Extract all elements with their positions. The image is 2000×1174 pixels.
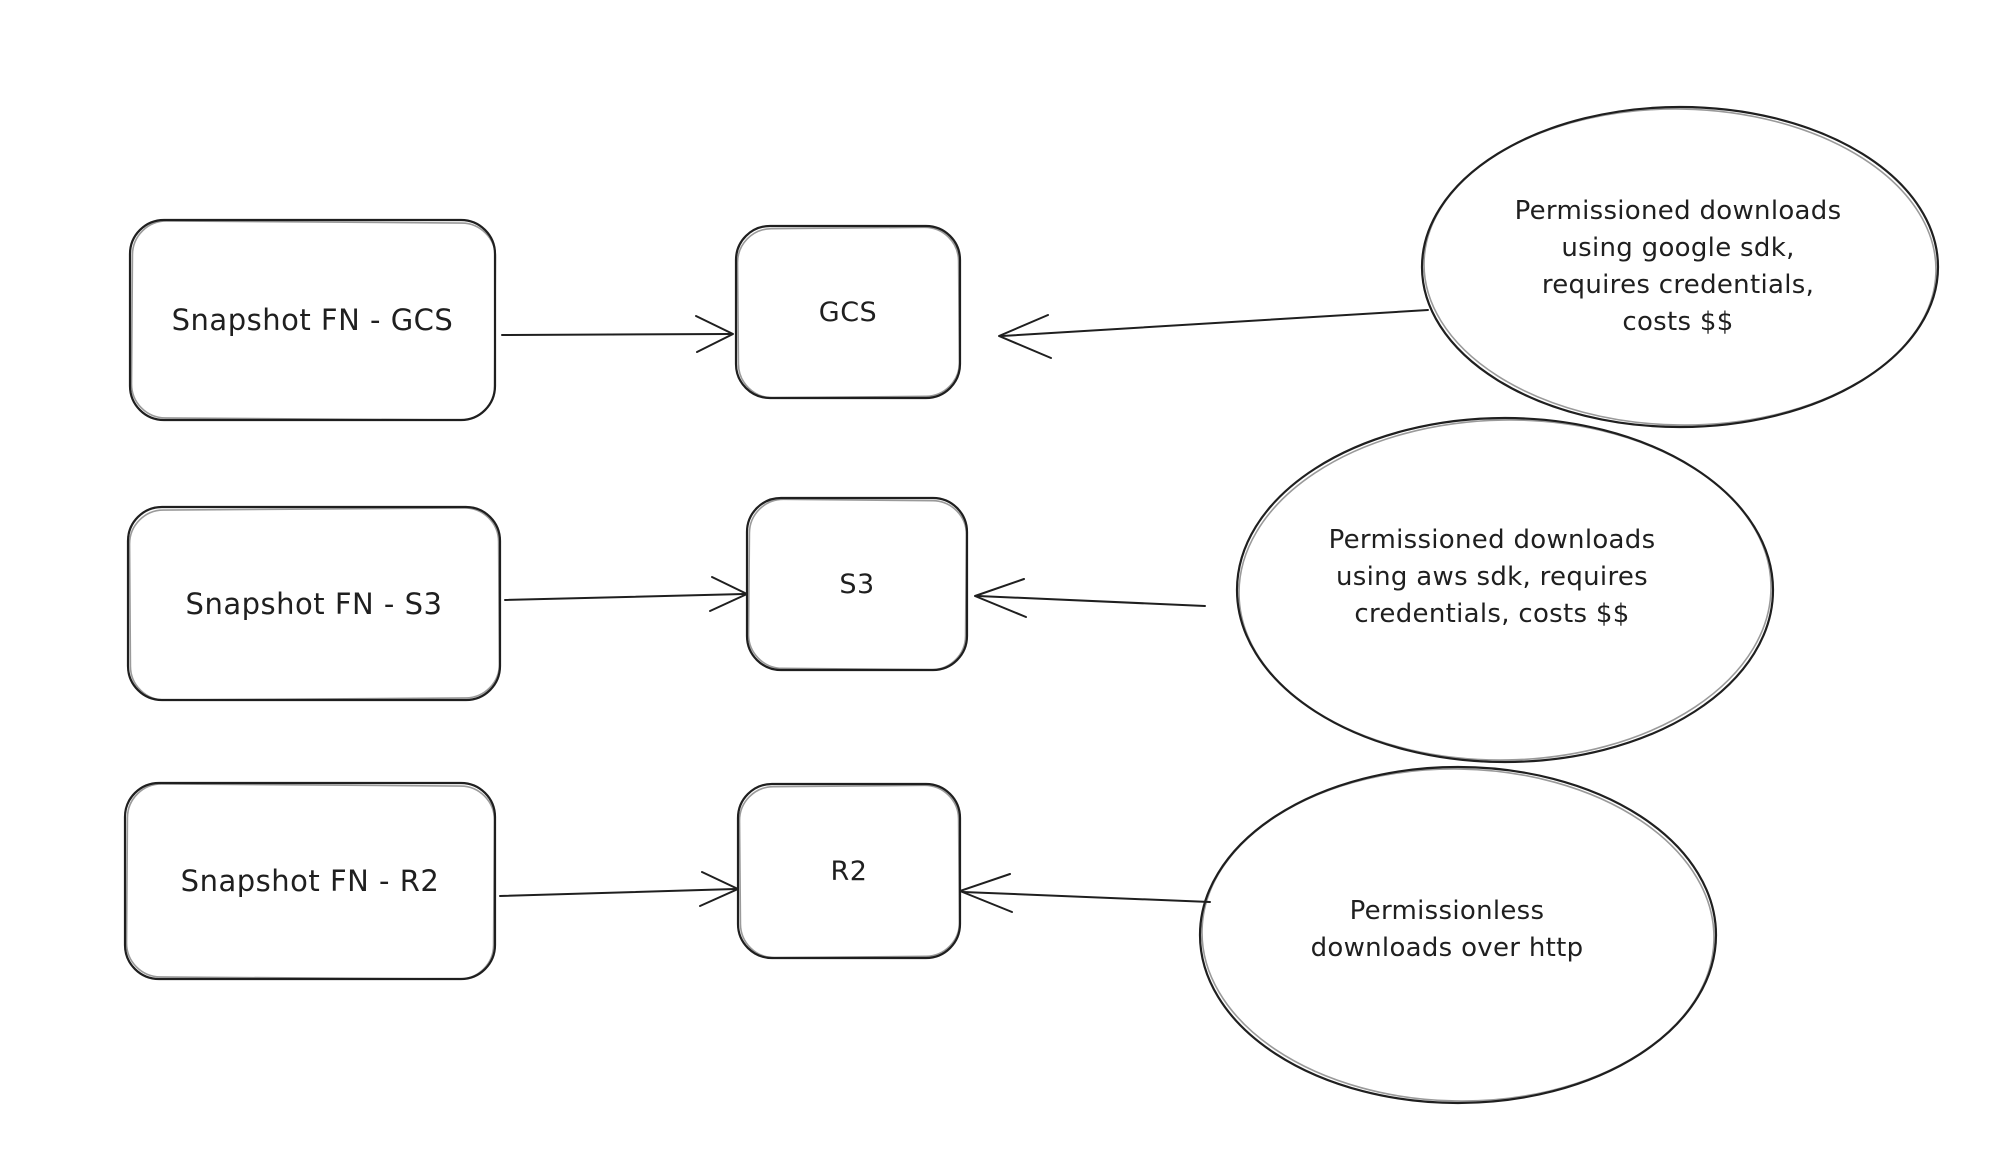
row-s3 — [126, 416, 1775, 764]
note-ellipse-r2-shape — [1198, 765, 1718, 1105]
arrow-note-to-s3-icon — [974, 578, 1206, 618]
source-box-gcs-shape — [128, 218, 497, 422]
arrow-note-to-r2-icon — [959, 873, 1211, 913]
storage-box-r2-shape — [736, 782, 962, 960]
note-gcs-text: Permissioned downloads using google sdk,… — [1514, 196, 1842, 337]
row-gcs — [128, 105, 1940, 429]
row-r2 — [123, 765, 1718, 1105]
note-ellipse-gcs-shape — [1420, 105, 1940, 429]
storage-box-s3-shape — [745, 496, 969, 672]
source-box-r2-shape — [123, 781, 497, 981]
arrow-source-to-r2-icon — [499, 871, 739, 907]
storage-box-gcs-shape — [734, 224, 962, 400]
source-box-gcs-label: Snapshot FN - GCS — [171, 303, 454, 337]
arrow-source-to-s3-icon — [504, 576, 748, 612]
storage-box-s3-label: S3 — [839, 568, 875, 600]
note-s3-text: Permissioned downloads using aws sdk, re… — [1328, 525, 1656, 629]
source-box-s3-shape — [126, 505, 502, 702]
source-box-s3-label: Snapshot FN - S3 — [185, 586, 443, 621]
storage-box-r2-label: R2 — [830, 855, 868, 887]
arrow-note-to-gcs-icon — [998, 309, 1429, 359]
note-ellipse-s3-shape — [1235, 416, 1775, 764]
storage-box-gcs-label: GCS — [818, 296, 878, 328]
source-box-r2-label: Snapshot FN - R2 — [180, 864, 440, 898]
arrow-source-to-gcs-icon — [501, 315, 734, 353]
note-r2-text: Permissionless downloads over http — [1310, 896, 1584, 963]
